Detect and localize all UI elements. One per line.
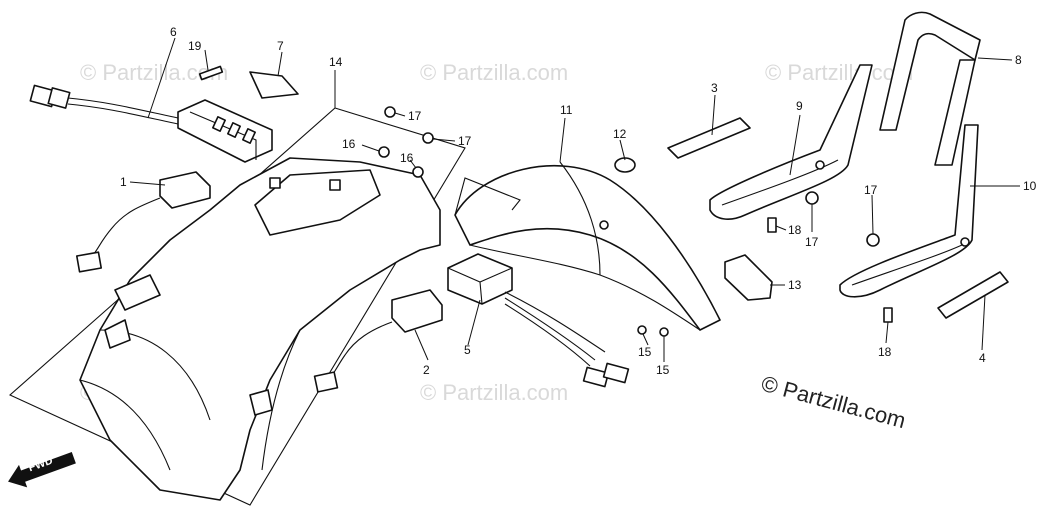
reflector-lower[interactable] <box>937 271 1009 319</box>
relay-unit-2[interactable] <box>313 289 443 393</box>
callout-10: 10 <box>1023 179 1037 193</box>
callout-13: 13 <box>788 278 802 292</box>
callout-16: 16 <box>400 151 414 165</box>
fuse[interactable] <box>198 65 224 81</box>
license-light[interactable] <box>724 254 773 301</box>
callout-3: 3 <box>711 81 718 95</box>
callout-14: 14 <box>329 55 343 69</box>
leader-lines <box>129 37 1020 362</box>
callout-6: 6 <box>170 25 177 39</box>
callout-17: 17 <box>458 134 472 148</box>
callout-18: 18 <box>788 223 802 237</box>
nut-17d[interactable] <box>866 233 880 247</box>
callout-5: 5 <box>464 343 471 357</box>
callout-17: 17 <box>408 109 422 123</box>
callout-9: 9 <box>796 99 803 113</box>
bolt-18a[interactable] <box>767 217 777 233</box>
grommet-15a[interactable] <box>637 325 647 335</box>
watermark: © Partzilla.com <box>765 60 913 85</box>
grommet-15b[interactable] <box>659 327 669 337</box>
reflector-upper[interactable] <box>667 117 751 159</box>
nut-16b[interactable] <box>412 166 424 178</box>
callout-16: 16 <box>342 137 356 151</box>
nut-17c[interactable] <box>805 191 819 205</box>
fuse-box[interactable] <box>177 99 273 163</box>
control-unit[interactable] <box>447 253 630 388</box>
callouts: 6 19 7 14 1 2 5 11 12 3 8 9 10 4 13 17 1… <box>120 25 1037 377</box>
wire-harness[interactable] <box>29 84 179 125</box>
copyright-brand: © Partzilla.com <box>759 371 909 434</box>
label-sheet[interactable] <box>249 71 299 99</box>
nut-17b[interactable] <box>422 132 434 144</box>
plug-cap[interactable] <box>614 157 636 173</box>
callout-12: 12 <box>613 127 627 141</box>
callout-1: 1 <box>120 175 127 189</box>
side-bracket-right[interactable] <box>839 124 979 298</box>
watermark: © Partzilla.com <box>420 60 568 85</box>
grab-rail[interactable] <box>879 11 981 166</box>
rear-fender[interactable] <box>454 161 721 331</box>
callout-19: 19 <box>188 39 202 53</box>
callout-15: 15 <box>656 363 670 377</box>
callout-17: 17 <box>864 183 878 197</box>
fwd-indicator: FWD <box>8 452 76 488</box>
nut-16a[interactable] <box>378 146 390 158</box>
callout-7: 7 <box>277 39 284 53</box>
nut-17a[interactable] <box>384 106 396 118</box>
side-bracket-left[interactable] <box>709 64 873 220</box>
watermark: © Partzilla.com <box>420 380 568 405</box>
callout-11: 11 <box>560 103 573 117</box>
callout-2: 2 <box>423 363 430 377</box>
callout-4: 4 <box>979 351 986 365</box>
relay-unit-1[interactable] <box>75 171 211 273</box>
callout-8: 8 <box>1015 53 1022 67</box>
fwd-arrow-icon <box>8 452 76 488</box>
bolt-18b[interactable] <box>883 307 893 323</box>
inner-fender[interactable] <box>79 157 441 501</box>
callout-18: 18 <box>878 345 892 359</box>
callout-15: 15 <box>638 345 652 359</box>
callout-17: 17 <box>805 235 819 249</box>
